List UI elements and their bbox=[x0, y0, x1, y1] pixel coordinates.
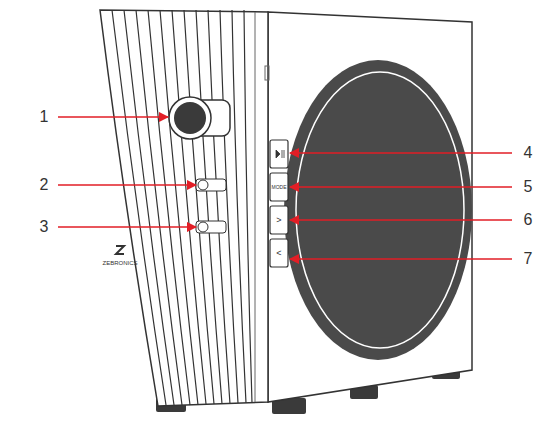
small-button-icon bbox=[198, 222, 208, 232]
callout-number: 3 bbox=[40, 219, 49, 235]
small-button bbox=[196, 221, 226, 233]
callout-number: 2 bbox=[40, 177, 49, 193]
brand-logo: ZEBRONICS bbox=[102, 260, 137, 266]
leader-lines bbox=[58, 117, 512, 259]
callout-number: 5 bbox=[524, 179, 533, 195]
callout-number: 1 bbox=[40, 109, 49, 125]
knob-rim bbox=[169, 97, 211, 139]
callout-number: 7 bbox=[524, 251, 533, 267]
callout-number: 6 bbox=[524, 212, 533, 228]
woofer-ring bbox=[296, 72, 464, 348]
side-face bbox=[268, 12, 472, 402]
volume-knob bbox=[174, 102, 206, 134]
panel-bevel bbox=[255, 12, 256, 402]
callout-number: 4 bbox=[524, 145, 533, 161]
side-buttons bbox=[270, 140, 288, 267]
play-pause-icon bbox=[276, 150, 284, 158]
indicator bbox=[265, 66, 269, 80]
front-fins bbox=[112, 10, 252, 405]
button-label: MODE bbox=[272, 185, 287, 190]
woofer bbox=[284, 60, 472, 360]
button-label: < bbox=[276, 249, 281, 258]
button-label: > bbox=[276, 216, 281, 225]
logo-icon bbox=[116, 246, 124, 254]
small-button bbox=[196, 179, 226, 191]
small-button-icon bbox=[198, 180, 208, 190]
front-panel bbox=[100, 10, 268, 406]
